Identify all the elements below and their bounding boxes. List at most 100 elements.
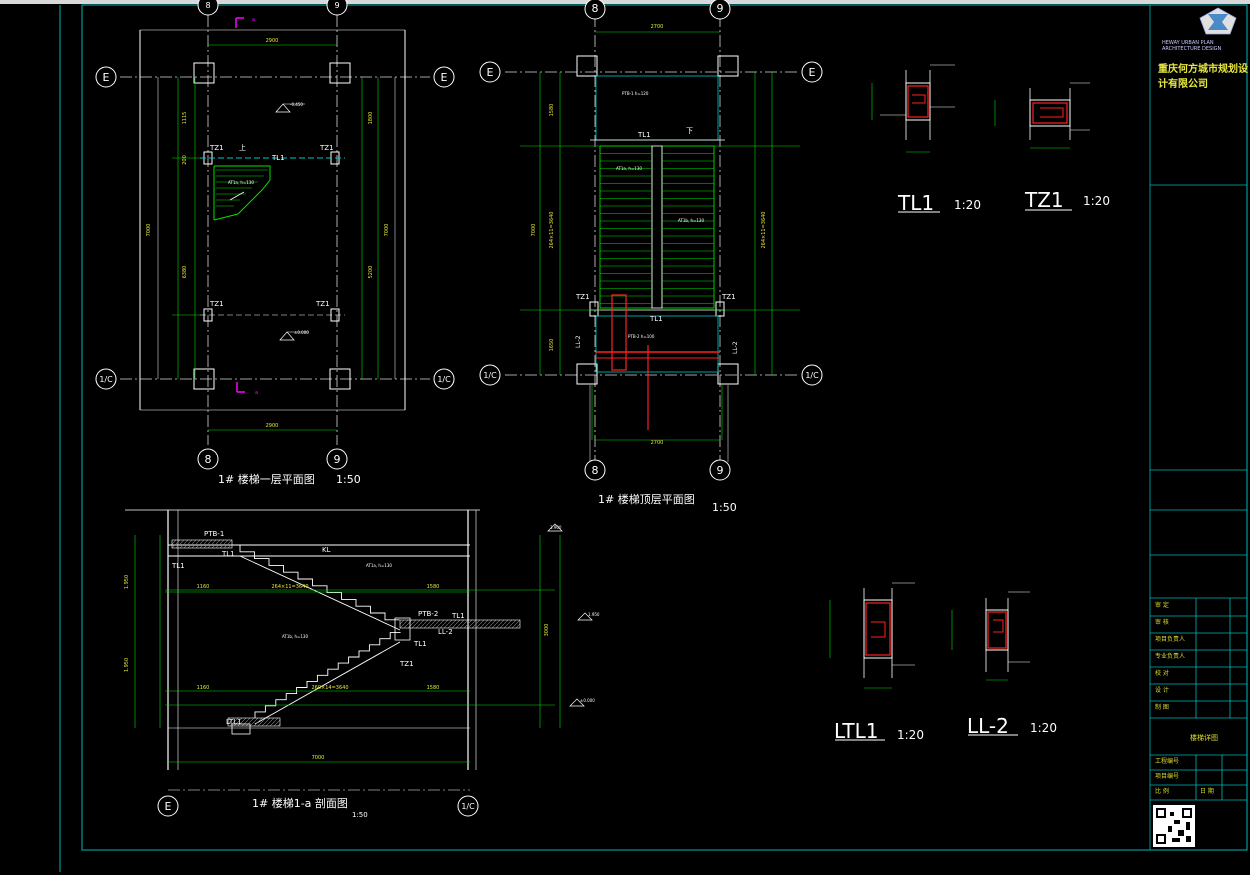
grid-label-e-left: E — [103, 71, 110, 84]
tb-row-0: 审 定 — [1155, 602, 1169, 609]
tb-row-6: 制 图 — [1155, 704, 1169, 711]
section-mark-top: a — [252, 17, 255, 23]
detail-ll2[interactable] — [951, 591, 1030, 736]
company-name-cn: 重庆何方城市规划设计有限公司 — [1158, 64, 1248, 90]
tb-row-5: 设 计 — [1155, 687, 1169, 694]
elev-p1-b: ±0.000 — [294, 330, 309, 335]
scale-plan-top: 1:50 — [712, 501, 737, 514]
dim-plan2-1650: 1650 — [549, 339, 555, 352]
title-plan-first: 1# 楼梯一层平面图 — [218, 472, 315, 486]
scale-plan-first: 1:50 — [336, 473, 361, 486]
grid-label-9-top-2: 9 — [717, 2, 724, 15]
dim-plan1-6380: 6380 — [182, 266, 188, 279]
dim-sec-7000: 7000 — [312, 755, 325, 761]
label-ll2-p2a: LL-2 — [575, 335, 582, 348]
tb-row-4: 校 对 — [1155, 670, 1169, 677]
label-tl1-sec-b: TL1 — [171, 562, 185, 570]
label-at-p2a: AT1a, h=130 — [616, 166, 642, 171]
grid-label-8-top-2: 8 — [592, 2, 599, 15]
dim-plan2-7000: 7000 — [531, 224, 537, 237]
title-tz1: TZ1 — [1024, 188, 1064, 212]
label-tl1-p2b: TL1 — [649, 315, 663, 323]
dim-plan1-top: 2900 — [266, 38, 279, 44]
title-section: 1# 楼梯1-a 剖面图 — [252, 796, 348, 810]
company-logo-icon — [1199, 7, 1237, 35]
label-ll2-p2b: LL-2 — [732, 341, 739, 354]
grid-label-1c-right: 1/C — [437, 375, 451, 384]
label-ll2-sec: LL-2 — [438, 628, 453, 636]
tb-footer-3: 日 期 — [1200, 788, 1214, 795]
grid-label-9-bottom: 9 — [334, 453, 341, 466]
tb-footer-1: 项目编号 — [1155, 773, 1180, 780]
dim-plan1-1800: 1800 — [368, 112, 374, 125]
elev-sec-mid: 1.950 — [588, 612, 600, 617]
section-view[interactable] — [125, 509, 593, 791]
label-tz1-sec: TZ1 — [399, 660, 414, 668]
dim-plan2-run-r: 264×11=3640 — [761, 211, 767, 248]
label-tz1-p1b: TZ1 — [319, 144, 334, 152]
grid-bubbles-plan1 — [95, 0, 455, 470]
dim-sec-1580b: 1580 — [427, 685, 440, 691]
label-up-p1: 上 — [239, 143, 246, 152]
grid-label-1c-section: 1/C — [461, 802, 475, 811]
label-ptb1-sec: PTB-1 — [204, 530, 224, 538]
section-mark-bottom: a — [255, 390, 258, 396]
dim-plan1-7000: 7000 — [384, 224, 390, 237]
scale-ltl1: 1:20 — [897, 728, 924, 742]
elev-sec-bot: ±0.000 — [580, 698, 595, 703]
detail-tl1[interactable] — [871, 64, 955, 213]
tb-row-3: 专业负责人 — [1155, 653, 1186, 660]
dim-plan2-top: 2700 — [651, 24, 664, 30]
plan-top-floor[interactable] — [505, 15, 800, 462]
dim-plan2-run: 264×11=3640 — [549, 211, 555, 248]
label-at-sec-b: AT1b, h=130 — [282, 634, 308, 639]
detail-tz1[interactable] — [994, 82, 1090, 211]
scale-ll2: 1:20 — [1030, 721, 1057, 735]
grid-label-8-top: 8 — [205, 1, 210, 10]
grid-bubbles-plan2 — [479, 0, 823, 481]
grid-label-9-bottom-2: 9 — [717, 464, 724, 477]
drawing-frame — [59, 4, 1248, 872]
dim-plan2-bottom: 2700 — [651, 440, 664, 446]
dim-plan1-height: 7000 — [146, 224, 152, 237]
dim-sec-1950b: 1.950 — [124, 658, 130, 672]
label-tl1-sec-a: TL1 — [221, 550, 235, 558]
label-down-p2: 下 — [686, 127, 693, 135]
label-ptb2-sec: PTB-2 — [418, 610, 438, 618]
dim-sec-1950a: 1.950 — [124, 575, 130, 589]
label-tz1-p1a: TZ1 — [209, 144, 224, 152]
grid-label-1c-left: 1/C — [99, 375, 113, 384]
detail-ltl1[interactable] — [829, 582, 915, 741]
label-tl1-p2a: TL1 — [637, 131, 651, 139]
grid-label-9-top: 9 — [334, 1, 339, 10]
dim-sec-run-top: 264×11=3640 — [271, 584, 308, 590]
label-tz1-p1d: TZ1 — [315, 300, 330, 308]
label-at-p2b: AT1b, h=130 — [678, 218, 704, 223]
grid-label-1c-left-2: 1/C — [483, 371, 497, 380]
elev-p1-a: -0.450 — [290, 102, 303, 107]
grid-label-8-bottom-2: 8 — [592, 464, 599, 477]
plan-first-floor[interactable] — [120, 15, 430, 445]
title-block-frame — [1149, 5, 1247, 850]
tb-sheet-name: 楼梯详图 — [1190, 734, 1218, 742]
title-plan-top: 1# 楼梯顶层平面图 — [598, 492, 695, 506]
label-ptb1-p2: PTB-1 h=120 — [622, 91, 649, 96]
label-at-p1: AT1a, h=130 — [228, 180, 254, 185]
dim-sec-run-bottom: 260×14=3640 — [311, 685, 348, 691]
grid-label-e-right-2: E — [809, 66, 816, 79]
label-ltl1-sec: LTL1 — [226, 718, 242, 726]
grid-label-e-section: E — [165, 800, 172, 813]
dim-plan1-200: 200 — [182, 155, 188, 165]
dim-plan1-1115: 1115 — [182, 112, 188, 125]
label-tl1-p1: TL1 — [271, 154, 285, 162]
dim-sec-3000: 3000 — [544, 624, 550, 637]
grid-bubbles-section — [157, 795, 479, 817]
qr-code — [1153, 805, 1195, 847]
dim-plan1-5200: 5200 — [368, 266, 374, 279]
title-ltl1: LTL1 — [834, 719, 878, 743]
dim-sec-1160a: 1160 — [197, 584, 210, 590]
dim-plan1-bottom: 2900 — [266, 423, 279, 429]
tb-row-1: 审 核 — [1155, 619, 1169, 626]
grid-label-e-right: E — [441, 71, 448, 84]
